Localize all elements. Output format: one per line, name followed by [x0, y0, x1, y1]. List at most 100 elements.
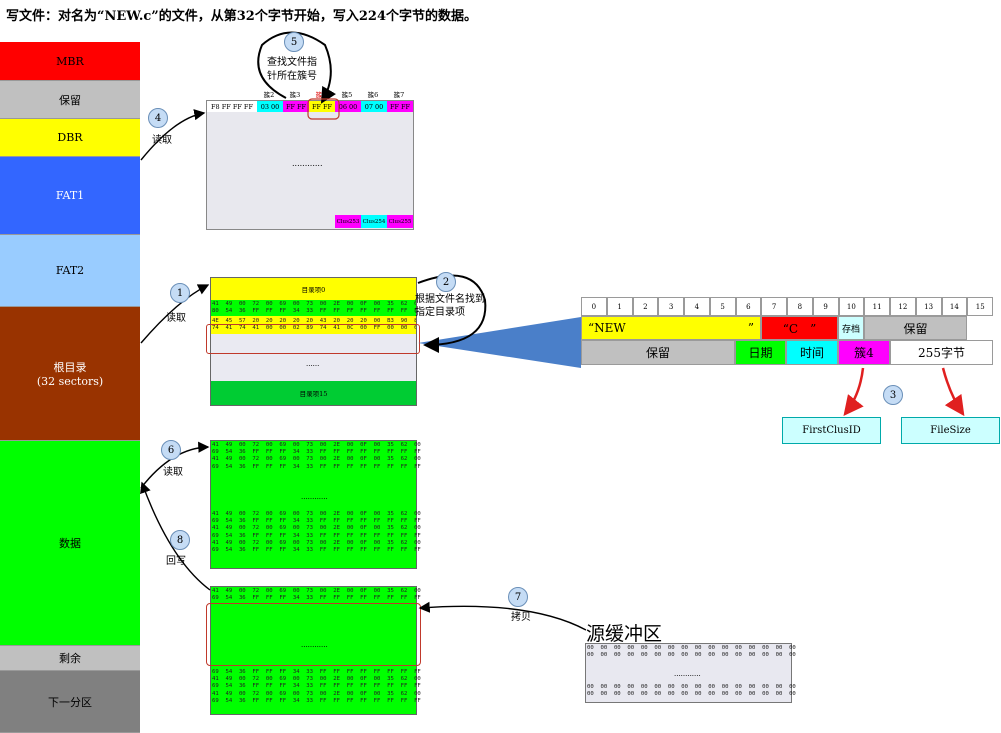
page-title: 写文件：对名为“NEW.c”的文件，从第32个字节开始，写入224个字节的数据。 — [6, 9, 477, 24]
source-hex-bottom: 00 00 00 00 00 00 00 00 00 00 00 00 00 0… — [587, 684, 796, 698]
byte-index: 0 — [581, 297, 607, 316]
step-1-label: 读取 — [166, 313, 186, 324]
size-field: 255字节 — [890, 340, 993, 365]
segment-dbr: DBR — [0, 119, 140, 157]
byte-index: 2 — [632, 297, 659, 316]
fat-entry-clus6: 07 00 — [361, 101, 387, 112]
step-3-badge: 3 — [883, 385, 903, 405]
write-region-highlight — [206, 603, 421, 666]
segment-reserved: 保留 — [0, 81, 140, 119]
segment-remaining: 剩余 — [0, 646, 140, 671]
fat-ellipsis: ............ — [292, 159, 323, 168]
date-field: 日期 — [735, 340, 786, 365]
cluster4-highlight — [307, 98, 340, 120]
byte-index: 8 — [787, 297, 813, 316]
name-field-end: ” — [747, 321, 754, 335]
arrow-file-size — [941, 367, 965, 417]
cluster-label: 簇5 — [341, 91, 353, 99]
byte-index: 15 — [967, 297, 994, 316]
byte-index: 4 — [684, 297, 710, 316]
step-2-badge: 2 — [436, 272, 456, 292]
byte-index: 14 — [941, 297, 968, 316]
fat-entry-clus7: FF FF — [387, 101, 413, 112]
byte-index: 5 — [709, 297, 736, 316]
byte-index: 12 — [890, 297, 916, 316]
byte-index: 3 — [658, 297, 684, 316]
step-5-label: 查找文件指 针所在簇号 — [267, 57, 317, 82]
fat-table-block: F8 FF FF FF 03 00 FF FF FF FF 06 00 07 0… — [206, 100, 414, 230]
attr-field: 存档 — [838, 316, 864, 340]
step-4-label: 读取 — [152, 135, 172, 146]
fat-entry-clus254: Clus254 — [361, 215, 387, 228]
segment-mbr: MBR — [0, 42, 140, 81]
data-cluster-block: 41 49 00 72 00 69 00 73 00 2E 00 0F 00 3… — [210, 440, 421, 569]
ext-field: “C ” — [761, 316, 838, 340]
write-hex-bottom: 69 54 36 FF FF FF 34 33 FF FF FF FF FF F… — [212, 669, 421, 704]
step-5-badge: 5 — [284, 32, 304, 52]
source-ellipsis: ............ — [674, 670, 701, 678]
fat-entry-clus3: FF FF — [283, 101, 309, 112]
step-7-badge: 7 — [508, 587, 528, 607]
cluster-label: 簇6 — [367, 91, 379, 99]
byte-index: 1 — [606, 297, 633, 316]
root-dir-block: 目录项0 41 49 00 72 00 69 00 73 00 2E 00 0F… — [210, 277, 417, 406]
fat-entry-clus255: Clus255 — [387, 215, 413, 228]
byte-index: 9 — [812, 297, 839, 316]
arrow-first-clus — [843, 367, 865, 416]
step-2-label: 根据文件名找到 指定目录项 — [415, 294, 485, 318]
cluster-label: 簇3 — [289, 91, 301, 99]
arrow-step7 — [418, 601, 587, 631]
step-4-badge: 4 — [148, 108, 168, 128]
segment-root-dir: 根目录 (32 sectors) — [0, 307, 140, 441]
dir-entry-hex: 41 49 00 72 00 69 00 73 00 2E 00 0F 00 3… — [211, 300, 416, 316]
data-hex-top: 41 49 00 72 00 69 00 73 00 2E 00 0F 00 3… — [212, 442, 421, 470]
dir-entry-15: 目录项15 — [211, 381, 416, 405]
byte-index: 10 — [838, 297, 865, 316]
segment-fat1: FAT1 — [0, 157, 140, 235]
entry-projection — [418, 317, 581, 368]
first-clus-id-box: FirstClusID — [782, 417, 881, 444]
segment-data: 数据 — [0, 441, 140, 646]
reserved-field-2: 保留 — [581, 340, 735, 365]
write-ellipsis: ............ — [301, 641, 328, 649]
byte-index: 7 — [761, 297, 787, 316]
fat-entry-clus4: FF FF — [309, 101, 335, 112]
arrow-step4 — [140, 109, 206, 161]
fat-entry-clus253: Clus253 — [335, 215, 361, 228]
fat-entry-clus2: 03 00 — [257, 101, 283, 112]
file-size-box: FileSize — [901, 417, 1000, 444]
byte-index: 11 — [864, 297, 890, 316]
time-field: 时间 — [786, 340, 838, 365]
source-buffer-title: 源缓冲区 — [586, 623, 663, 645]
step-8-badge: 8 — [170, 530, 190, 550]
write-back-block: 41 49 00 72 00 69 00 73 00 2E 00 0F 00 3… — [210, 586, 421, 715]
step-8-label: 回写 — [166, 556, 186, 567]
entry-row-1: “NEW ” “C ” 存档 保留 — [581, 316, 967, 340]
data-ellipsis: ............ — [301, 493, 328, 501]
source-buffer-block: 00 00 00 00 00 00 00 00 00 00 00 00 00 0… — [585, 643, 796, 703]
byte-index: 13 — [915, 297, 942, 316]
dir-ellipsis: ...... — [306, 360, 320, 368]
step-7-label: 拷贝 — [511, 612, 531, 623]
segment-next-partition: 下一分区 — [0, 671, 140, 733]
entry-row-2: 保留 日期 时间 簇4 255字节 — [581, 340, 993, 365]
step-6-label: 读取 — [163, 467, 183, 478]
step-1-badge: 1 — [170, 283, 190, 303]
write-hex-top: 41 49 00 72 00 69 00 73 00 2E 00 0F 00 3… — [212, 588, 421, 602]
dir-entry-0: 目录项0 — [211, 278, 416, 300]
arrow-step8 — [140, 481, 211, 591]
source-hex-top: 00 00 00 00 00 00 00 00 00 00 00 00 00 0… — [587, 645, 796, 659]
cluster-field: 簇4 — [838, 340, 890, 365]
cluster-label: 簇2 — [263, 91, 275, 99]
reserved-field: 保留 — [864, 316, 967, 340]
dir-entry-newc-hex: 4E 45 57 20 20 20 20 20 43 20 20 20 00 B… — [211, 316, 416, 334]
newc-entry-highlight — [206, 324, 420, 354]
name-field: “NEW — [588, 321, 626, 335]
cluster-label: 簇7 — [393, 91, 405, 99]
byte-index: 6 — [735, 297, 762, 316]
fat-entry-clus5: 06 00 — [335, 101, 361, 112]
segment-fat2: FAT2 — [0, 235, 140, 307]
fat-head-entry: F8 FF FF FF — [207, 101, 257, 112]
step-6-badge: 6 — [161, 440, 181, 460]
